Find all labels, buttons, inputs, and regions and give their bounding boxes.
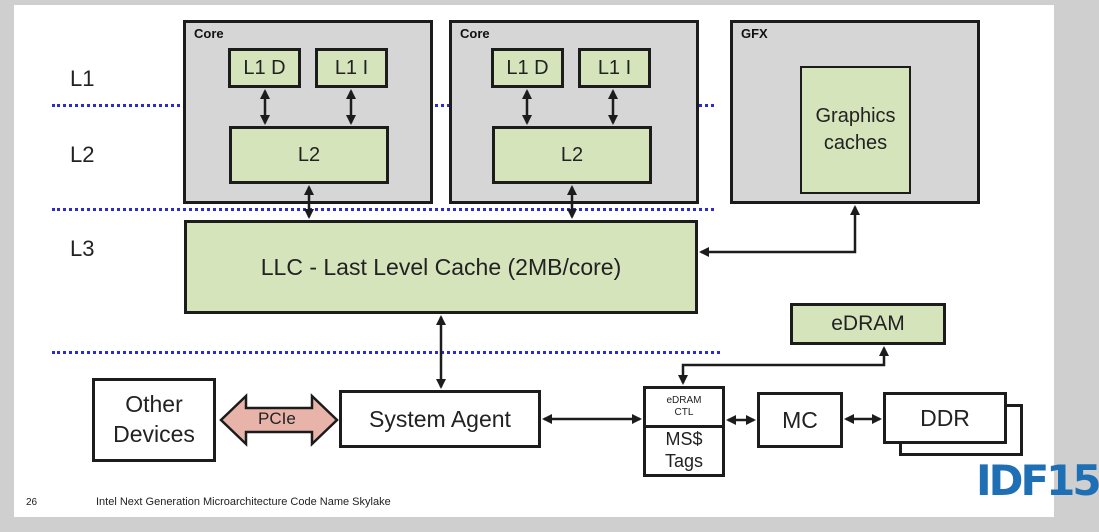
core-label-2: Core [460, 26, 490, 41]
connector-layer [219, 89, 889, 447]
core2-l2-cache: L2 [492, 126, 652, 184]
pcie-arrow [219, 393, 339, 447]
graphics-caches: Graphics caches [800, 66, 911, 194]
l3-memory-divider [52, 351, 720, 354]
pcie-label: PCIe [258, 409, 296, 428]
footer-page-number: 26 [26, 497, 38, 508]
core1-l1d-cache: L1 D [228, 48, 301, 88]
core-label-1: Core [194, 26, 224, 41]
gfx-label: GFX [741, 26, 768, 41]
edram-block: eDRAM [790, 303, 946, 345]
core2-l1i-cache: L1 I [578, 48, 651, 88]
level-label-l2: L2 [70, 142, 95, 167]
system-agent-block: System Agent [339, 390, 541, 448]
llc-last-level-cache: LLC - Last Level Cache (2MB/core) [184, 220, 698, 314]
ddr-block: DDR [883, 392, 1007, 444]
other-devices-block: Other Devices [92, 378, 216, 462]
edram-ctl-link [678, 346, 889, 385]
level-label-l3: L3 [70, 236, 95, 261]
footer-caption: Intel Next Generation Microarchitecture … [96, 496, 391, 508]
l2-l3-divider [52, 208, 714, 211]
idf-logo: IDF15 [976, 456, 1099, 505]
core2-l1d-cache: L1 D [491, 48, 564, 88]
llc-gfx-link [699, 205, 860, 257]
core1-l1i-cache: L1 I [315, 48, 388, 88]
level-label-l1: L1 [70, 66, 95, 91]
core1-l2-cache: L2 [229, 126, 389, 184]
mc-block: MC [757, 392, 843, 448]
ms-tags-block: MS$ Tags [643, 425, 725, 477]
